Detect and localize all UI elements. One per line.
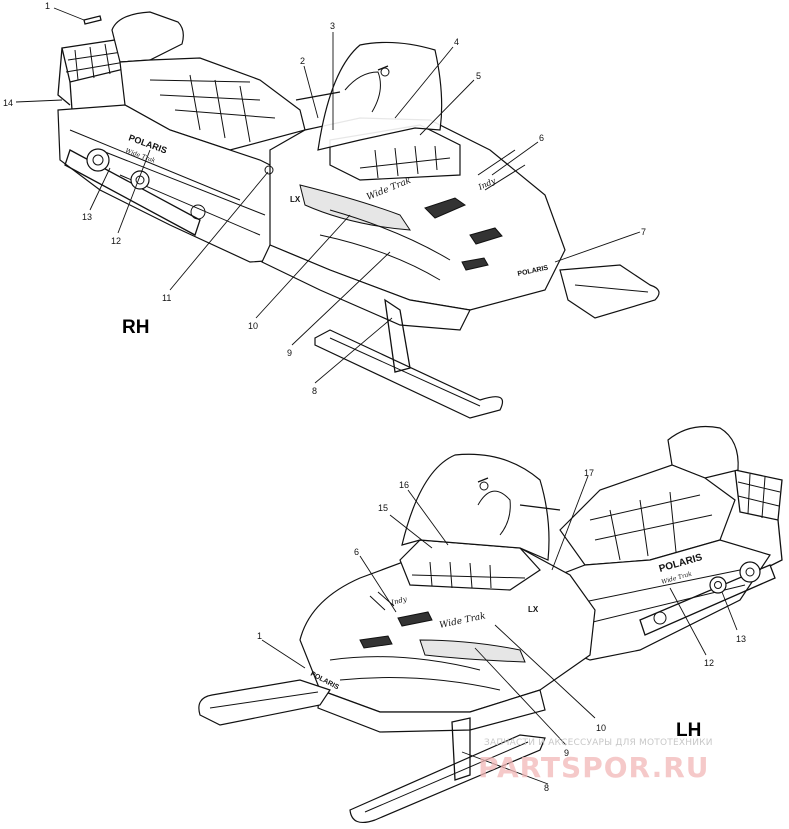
lh-callout-12: 12 bbox=[704, 658, 714, 668]
lh-callout-1: 1 bbox=[257, 631, 262, 641]
rh-rear-wheel bbox=[86, 148, 110, 172]
rh-callout-11: 11 bbox=[162, 293, 171, 303]
rh-callout-8: 8 bbox=[312, 386, 317, 396]
rh-view-label: RH bbox=[122, 317, 149, 338]
rh-callout-3: 3 bbox=[330, 21, 335, 31]
snowmobile-rh-view: POLARIS Wide Trak POLARIS Wide Trak LX I… bbox=[57, 11, 660, 419]
lh-lx-decal: LX bbox=[528, 605, 539, 614]
snowmobile-lh-view: POLARIS Wide Trak POLARIS Wide Trak LX I… bbox=[198, 425, 783, 823]
rh-far-ski bbox=[559, 264, 660, 319]
rh-callout-6: 6 bbox=[539, 133, 544, 143]
rh-callout-12: 12 bbox=[111, 236, 121, 246]
lh-front-ski bbox=[349, 734, 546, 823]
lh-idler-wheel bbox=[709, 576, 727, 594]
lh-rear-wheel bbox=[739, 561, 761, 583]
lh-callout-17: 17 bbox=[584, 468, 594, 478]
rh-callout-2: 2 bbox=[300, 56, 305, 66]
rh-decal-strip-1 bbox=[83, 15, 102, 25]
rh-callout-1: 1 bbox=[45, 1, 50, 11]
rh-callout-5: 5 bbox=[476, 71, 481, 81]
rh-callout-7: 7 bbox=[641, 227, 646, 237]
lh-callout-6: 6 bbox=[354, 547, 359, 557]
rh-callout-4: 4 bbox=[454, 37, 459, 47]
lh-callout-10: 10 bbox=[596, 723, 606, 733]
rh-leader-lines bbox=[15, 7, 641, 384]
lh-callouts: 1 6 8 9 10 12 13 15 16 17 bbox=[257, 468, 746, 793]
watermark-tagline: ЗАПЧАСТИ И АКСЕССУАРЫ ДЛЯ МОТОТЕХНИКИ bbox=[484, 738, 713, 748]
rh-callout-13: 13 bbox=[82, 212, 92, 222]
lh-far-ski bbox=[198, 679, 331, 726]
lh-callout-16: 16 bbox=[399, 480, 409, 490]
rh-callout-9: 9 bbox=[287, 348, 292, 358]
lh-callout-15: 15 bbox=[378, 503, 388, 513]
rh-callouts: 1 2 3 4 5 6 7 8 9 10 11 12 13 14 bbox=[3, 1, 646, 396]
lh-callout-8: 8 bbox=[544, 783, 549, 793]
lh-callout-13: 13 bbox=[736, 634, 746, 644]
lh-view-label: LH bbox=[676, 720, 701, 741]
watermark-site: PARTSPOR.RU bbox=[478, 751, 710, 784]
lh-leader-lines bbox=[261, 475, 738, 785]
lh-callout-9: 9 bbox=[564, 748, 569, 758]
rh-idler-wheel bbox=[130, 170, 150, 190]
rh-callout-10: 10 bbox=[248, 321, 258, 331]
rh-lx-decal: LX bbox=[290, 195, 301, 204]
rh-callout-14: 14 bbox=[3, 98, 13, 108]
watermark: ЗАПЧАСТИ И АКСЕССУАРЫ ДЛЯ МОТОТЕХНИКИ PA… bbox=[478, 738, 713, 784]
